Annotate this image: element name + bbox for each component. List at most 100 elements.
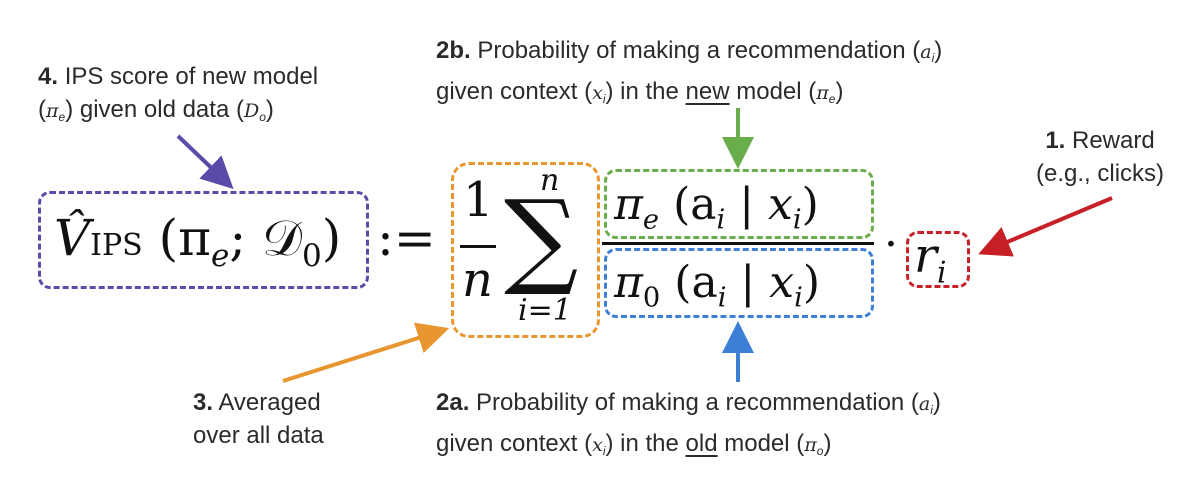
annotation-average-text2: over all data: [193, 422, 324, 449]
den-close: ): [802, 257, 820, 308]
annotation-ips-open: (: [38, 96, 46, 123]
r-sub: i: [936, 255, 947, 291]
denominator: π0 (ai | xi): [614, 258, 820, 324]
annotation-new-a-sub: i: [931, 51, 935, 65]
annotation-old-line2: given context (xi) in the old model (πo): [436, 427, 941, 468]
fraction-n: n: [462, 252, 493, 308]
ips-box: [38, 191, 369, 289]
annotation-ips-d-sub: o: [259, 110, 266, 124]
annotation-new-number: 2b.: [436, 37, 471, 64]
annotation-old-pi: π: [804, 434, 817, 456]
annotation-old-text1: Probability of making a recommendation (: [476, 389, 919, 416]
lhs-value: V̂IPS (πe; 𝒟0): [54, 203, 341, 291]
v-hat: V̂: [54, 209, 91, 267]
annotation-new-text2: given context (: [436, 78, 593, 105]
fraction-one: 1: [463, 172, 494, 228]
lhs-sep: ; 𝒟: [229, 209, 302, 267]
arrow-reward: [978, 196, 1113, 257]
annotation-old-number: 2a.: [436, 389, 470, 416]
annotation-old-close2: ): [823, 430, 832, 457]
annotation-average-number: 3.: [193, 389, 214, 416]
annotation-reward-text2: (e.g., clicks): [1036, 160, 1165, 187]
numerator-box: [604, 169, 874, 239]
annotation-new-close1: ): [934, 37, 943, 64]
annotation-reward-line1: 1. Reward: [1036, 124, 1164, 157]
v-subscript: IPS: [90, 228, 143, 263]
annotation-ips-text1: IPS score of new model: [64, 63, 319, 90]
annotation-old-pi-sub: o: [816, 444, 824, 458]
annotation-average-text1: Averaged: [218, 389, 321, 416]
num-pi: π: [614, 179, 643, 230]
num-x: x: [768, 179, 793, 230]
arrow-average: [282, 322, 450, 383]
annotation-ips-line2: (πe) given old data (Do): [38, 93, 318, 134]
lhs-d-sub: 0: [301, 237, 322, 274]
annotation-new-x-sub: i: [602, 92, 606, 106]
den-open: (a: [674, 257, 718, 308]
annotation-ips: 4. IPS score of new model (πe) given old…: [38, 60, 318, 134]
sum-lower: i=1: [518, 293, 572, 328]
annotation-ips-pi-sub: e: [58, 110, 66, 124]
annotation-ips-line1: 4. IPS score of new model: [38, 60, 318, 93]
den-bar: |: [740, 257, 756, 308]
multiply-dot: ·: [884, 219, 898, 270]
den-pi-sub: 0: [642, 282, 661, 314]
annotation-average-line1: 3. Averaged: [193, 386, 324, 419]
annotation-old-underlined: old: [685, 430, 718, 457]
annotation-old-a: a: [918, 393, 931, 415]
annotation-ips-close: ): [265, 96, 274, 123]
annotation-new-pi-sub: e: [828, 92, 836, 106]
annotation-new-pi: π: [816, 82, 829, 104]
annotation-old-close1: ): [932, 389, 941, 416]
annotation-new-text3: ) in the: [605, 78, 686, 105]
num-a-sub: i: [716, 204, 726, 236]
annotation-new-text1: Probability of making a recommendation (: [477, 37, 921, 64]
annotation-new-a: a: [920, 41, 932, 63]
annotation-new-line1: 2b. Probability of making a recommendati…: [436, 34, 942, 75]
annotation-old-a-sub: i: [930, 403, 933, 417]
num-bar: |: [739, 179, 755, 230]
num-close: ): [801, 179, 819, 230]
arrow-ips: [176, 134, 234, 190]
average-box: [451, 162, 600, 338]
annotation-ips-text2: ) given old data (: [65, 96, 244, 123]
num-open: (a: [673, 179, 717, 230]
annotation-average: 3. Averaged over all data: [193, 386, 324, 452]
annotation-reward-text1: Reward: [1072, 127, 1155, 154]
annotation-old-text2: given context (: [436, 430, 593, 457]
annotation-ips-number: 4.: [38, 63, 59, 90]
denominator-box: [604, 248, 874, 318]
annotation-old-x: x: [592, 434, 603, 456]
num-pi-sub: e: [642, 204, 660, 236]
annotation-old-x-sub: i: [602, 444, 606, 458]
sum-symbol: ∑: [504, 177, 579, 299]
lhs-pi-sub: e: [210, 237, 230, 274]
annotation-new-text4: model (: [729, 78, 817, 105]
r-letter: r: [914, 228, 937, 284]
annotation-reward: 1. Reward (e.g., clicks): [1036, 124, 1164, 190]
annotation-reward-number: 1.: [1045, 127, 1066, 154]
annotation-new-line2: given context (xi) in the new model (πe): [436, 75, 942, 116]
annotation-new-x: x: [592, 82, 603, 104]
main-fraction-bar: [602, 242, 874, 245]
den-pi: π: [614, 257, 643, 308]
assign-operator: :=: [377, 209, 436, 267]
numerator: πe (ai | xi): [614, 180, 819, 246]
num-x-sub: i: [792, 204, 802, 236]
reward-symbol: ri: [914, 230, 946, 299]
annotation-ips-d: D: [243, 100, 260, 122]
lhs-open: (π: [158, 209, 211, 267]
annotation-old-text4: model (: [717, 430, 805, 457]
annotation-old-line1: 2a. Probability of making a recommendati…: [436, 386, 941, 427]
annotation-ips-pi: π: [46, 100, 59, 122]
lhs-close: ): [321, 209, 342, 267]
den-x-sub: i: [794, 282, 803, 314]
den-a-sub: i: [717, 282, 727, 314]
annotation-new-underlined: new: [685, 78, 730, 105]
reward-box: [906, 231, 970, 288]
annotation-old-prob: 2a. Probability of making a recommendati…: [436, 386, 941, 468]
annotation-new-close2: ): [835, 78, 844, 105]
den-x: x: [769, 257, 795, 308]
